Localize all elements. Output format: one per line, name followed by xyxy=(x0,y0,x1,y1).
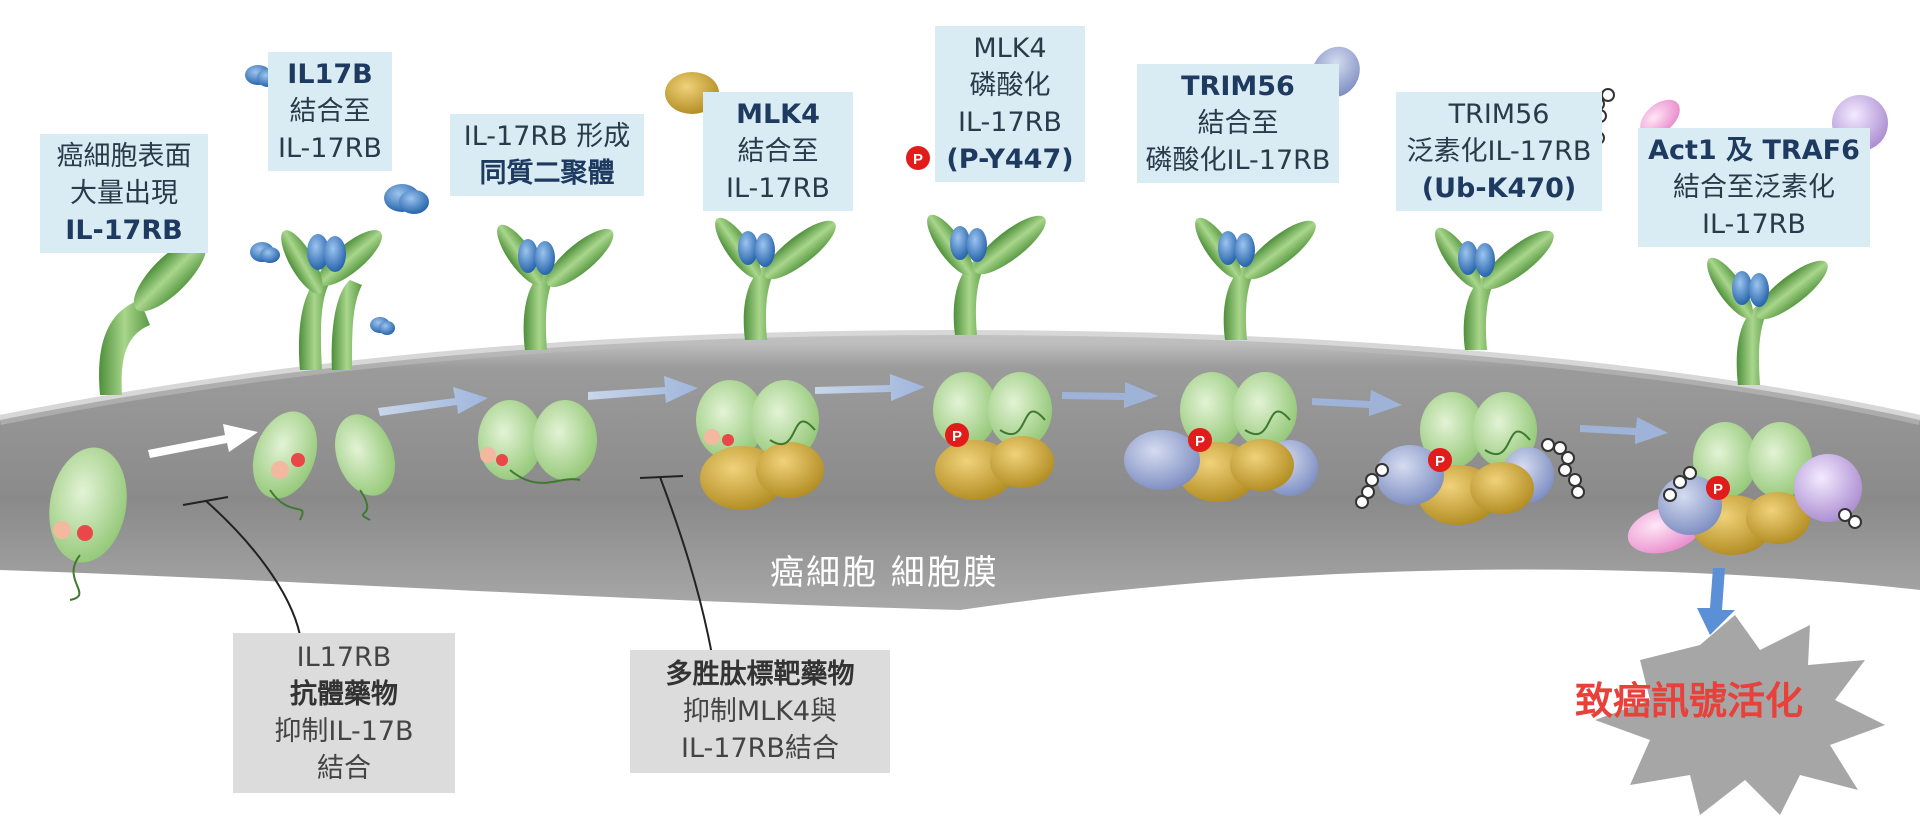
step-4-line-2: 結合至 xyxy=(737,136,819,167)
step-3-label: IL-17RB 形成 同質二聚體 xyxy=(450,114,644,196)
drug-2-line-1: 多胜肽標靶藥物 xyxy=(665,659,855,690)
step-7-line-3: (Ub-K470) xyxy=(1421,173,1577,204)
drug-2-line-3: IL-17RB結合 xyxy=(681,733,839,764)
membrane-label: 癌細胞 細胞膜 xyxy=(770,553,999,593)
drug-1-line-2: 抗體藥物 xyxy=(290,679,398,710)
step-1-line-2: 大量出現 xyxy=(70,178,178,209)
phospho-icon xyxy=(906,146,930,170)
step-1-line-3: IL-17RB xyxy=(65,215,183,246)
step-6-line-2: 結合至 xyxy=(1197,108,1279,139)
svg-text:P: P xyxy=(952,428,962,445)
arrow-4 xyxy=(815,374,925,401)
step-8-line-3: IL-17RB xyxy=(1702,209,1806,240)
antibody-drug-label: IL17RB 抗體藥物 抑制IL-17B 結合 xyxy=(233,633,455,793)
step-6-line-3: 磷酸化IL-17RB xyxy=(1145,145,1331,176)
arrow-5 xyxy=(1062,382,1158,408)
step-2-line-1: IL17B xyxy=(287,59,373,90)
oncogenic-signal-activation: 致癌訊號活化 xyxy=(1575,678,1804,723)
act1-icon xyxy=(1640,99,1680,137)
peptide-drug-label: 多胜肽標靶藥物 抑制MLK4與 IL-17RB結合 xyxy=(630,650,890,773)
receptor-2 xyxy=(281,230,382,370)
step-4-line-3: IL-17RB xyxy=(726,173,830,204)
arrow-6 xyxy=(1312,390,1402,416)
intracellular-domains: P P P P xyxy=(49,372,1862,601)
step-2-line-3: IL-17RB xyxy=(278,133,382,164)
svg-text:P: P xyxy=(1195,433,1205,450)
drug-1-line-1: IL17RB xyxy=(296,642,392,673)
step-5-line-3: IL-17RB xyxy=(958,107,1062,138)
step-2-line-2: 結合至 xyxy=(289,96,371,127)
receptor-4 xyxy=(715,217,836,340)
process-arrows xyxy=(148,374,1668,458)
step-5-line-4: (P-Y447) xyxy=(946,144,1074,175)
step-3-line-1: IL-17RB 形成 xyxy=(463,121,631,152)
step-5-label: MLK4 磷酸化 IL-17RB (P-Y447) xyxy=(935,26,1085,182)
drug-2-line-2: 抑制MLK4與 xyxy=(682,696,838,727)
step-6-label: TRIM56 結合至 磷酸化IL-17RB xyxy=(1137,64,1339,183)
receptors xyxy=(99,214,1828,395)
outcome-starburst xyxy=(1595,615,1885,815)
inhibition-lines xyxy=(182,475,713,656)
svg-text:P: P xyxy=(1713,481,1723,498)
drug-1-line-4: 結合 xyxy=(317,753,371,784)
receptor-6 xyxy=(1195,217,1316,340)
step-3-line-2: 同質二聚體 xyxy=(479,158,615,189)
step-6-line-1: TRIM56 xyxy=(1181,71,1295,102)
svg-text:P: P xyxy=(1435,453,1445,470)
step-7-label: TRIM56 泛素化IL-17RB (Ub-K470) xyxy=(1396,92,1602,211)
step-8-label: Act1 及 TRAF6 結合至泛素化 IL-17RB xyxy=(1638,128,1870,247)
arrow-2 xyxy=(378,387,488,416)
receptor-3 xyxy=(497,224,614,350)
step-1-label: 癌細胞表面 大量出現 IL-17RB xyxy=(40,134,208,253)
step-8-line-1: Act1 及 TRAF6 xyxy=(1648,135,1860,166)
step-5-line-2: 磷酸化 xyxy=(969,70,1051,101)
receptor-7 xyxy=(1435,227,1554,350)
drug-1-line-3: 抑制IL-17B xyxy=(274,716,414,747)
outcome-arrow xyxy=(1697,568,1735,635)
step-7-line-2: 泛素化IL-17RB xyxy=(1406,136,1592,167)
step-2-label: IL17B 結合至 IL-17RB xyxy=(268,52,392,171)
step-7-line-1: TRIM56 xyxy=(1448,99,1550,130)
receptor-1 xyxy=(99,238,207,395)
step-1-line-1: 癌細胞表面 xyxy=(56,141,192,172)
step-4-label: MLK4 結合至 IL-17RB xyxy=(703,92,853,211)
receptor-8 xyxy=(1707,257,1828,385)
arrow-1 xyxy=(148,424,258,458)
arrow-3 xyxy=(588,376,698,403)
arrow-7 xyxy=(1580,417,1668,444)
step-8-line-2: 結合至泛素化 xyxy=(1673,172,1835,203)
receptor-5 xyxy=(927,214,1046,335)
step-4-line-1: MLK4 xyxy=(736,99,820,130)
svg-text:P: P xyxy=(913,151,923,168)
step-5-line-1: MLK4 xyxy=(973,33,1047,64)
